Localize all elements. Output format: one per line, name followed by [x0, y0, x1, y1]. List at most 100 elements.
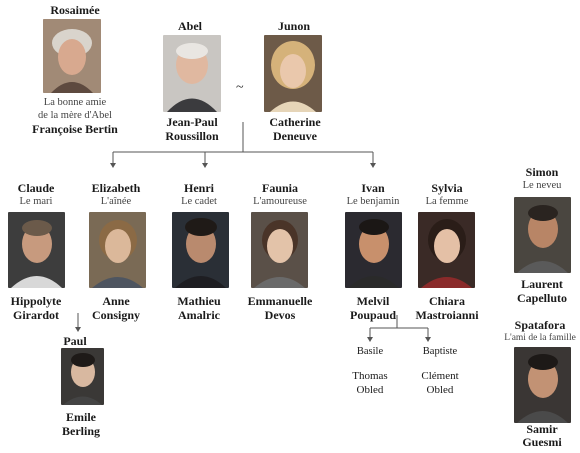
- actor-name-line1: Thomas: [352, 370, 388, 382]
- actor-name-line2: Amalric: [178, 308, 220, 322]
- character-role: Le cadet: [181, 196, 217, 207]
- actor-name-line1: Samir: [526, 422, 558, 436]
- actor-name-line1: Anne: [102, 294, 130, 308]
- portrait-woman-icon: [251, 212, 308, 288]
- character-name: Rosaimée: [50, 3, 100, 17]
- character-role: L'aînée: [100, 196, 132, 207]
- character-name: Ivan: [361, 181, 385, 195]
- character-role: La femme: [425, 196, 469, 207]
- person-card-ivan-details: Melvil Poupaud: [336, 294, 410, 322]
- person-card-abel: Abel: [153, 19, 227, 33]
- person-card-junon: Junon: [257, 19, 331, 33]
- character-role: L'amoureuse: [253, 196, 307, 207]
- character-name: Simon: [525, 165, 559, 179]
- actor-name-line2: Consigny: [91, 308, 141, 322]
- actor-name-line2: Devos: [264, 308, 296, 322]
- person-card-spatafora: Spatafora L'ami de la famille: [500, 318, 580, 345]
- character-role: Le neveu: [522, 180, 562, 191]
- character-name: Sylvia: [431, 181, 463, 195]
- person-card-claude-details: Hippolyte Girardot: [0, 294, 72, 322]
- person-card-sylvia-details: Chiara Mastroianni: [405, 294, 489, 322]
- character-name: Basile: [356, 346, 384, 357]
- person-card-simon-details: Laurent Capelluto: [505, 277, 579, 305]
- portrait-faunia: [251, 212, 308, 288]
- actor-name: Françoise Bertin: [32, 122, 118, 136]
- character-role-line2: de la mère d'Abel: [38, 110, 112, 121]
- person-card-rosaimee-details: La bonne amie de la mère d'Abel François…: [18, 96, 132, 136]
- character-name: Faunia: [261, 181, 298, 195]
- person-card-faunia-details: Emmanuelle Devos: [236, 294, 324, 322]
- portrait-henri: [172, 212, 229, 288]
- person-card-elizabeth: Elizabeth L'aînée: [80, 181, 152, 208]
- portrait-ivan: [345, 212, 402, 288]
- person-card-elizabeth-details: Anne Consigny: [80, 294, 152, 322]
- character-name: Claude: [17, 181, 55, 195]
- actor-name-line1: Hippolyte: [10, 294, 62, 308]
- portrait-junon: [264, 35, 322, 112]
- person-card-paul: Paul: [45, 334, 105, 348]
- portrait-abel: [163, 35, 221, 112]
- character-name: Paul: [63, 334, 87, 348]
- actor-name-line1: Melvil: [356, 294, 390, 308]
- character-name: Abel: [178, 19, 202, 33]
- actor-name-line2: Capelluto: [516, 291, 567, 305]
- character-role: L'ami de la famille: [504, 333, 576, 343]
- person-card-ivan: Ivan Le benjamin: [336, 181, 410, 208]
- portrait-man-icon: [8, 212, 65, 288]
- person-card-henri-details: Mathieu Amalric: [163, 294, 235, 322]
- actor-name-line2: Poupaud: [349, 308, 397, 322]
- portrait-man-icon: [514, 347, 571, 423]
- actor-name-line1: Mathieu: [177, 294, 221, 308]
- character-role: Le mari: [19, 196, 53, 207]
- person-card-baptiste: Baptiste: [410, 345, 470, 358]
- actor-name-line2: Guesmi: [522, 435, 562, 449]
- actor-name-line2: Mastroianni: [415, 308, 479, 322]
- person-card-baptiste-details: Clément Obled: [408, 369, 472, 397]
- portrait-blonde-woman-icon: [264, 35, 322, 112]
- portrait-woman-icon: [418, 212, 475, 288]
- character-name: Baptiste: [422, 346, 458, 357]
- portrait-man-icon: [172, 212, 229, 288]
- portrait-simon: [514, 197, 571, 273]
- actor-name-line2: Berling: [62, 424, 100, 438]
- portrait-boy-icon: [61, 348, 104, 405]
- portrait-woman-icon: [89, 212, 146, 288]
- person-card-simon: Simon Le neveu: [505, 165, 579, 192]
- marriage-symbol: ~: [236, 80, 244, 95]
- portrait-spatafora: [514, 347, 571, 423]
- actor-name-line2: Deneuve: [273, 129, 317, 143]
- character-name: Henri: [184, 181, 214, 195]
- person-card-rosaimee: Rosaimée: [18, 3, 132, 17]
- character-name: Spatafora: [514, 318, 566, 332]
- actor-name-line1: Clément: [421, 370, 459, 382]
- portrait-man-icon: [345, 212, 402, 288]
- portrait-elderly-woman-icon: [43, 19, 101, 93]
- actor-name-line1: Jean-Paul: [166, 115, 218, 129]
- portrait-man-icon: [514, 197, 571, 273]
- person-card-claude: Claude Le mari: [0, 181, 72, 208]
- person-card-sylvia: Sylvia La femme: [410, 181, 484, 208]
- portrait-rosaimee: [43, 19, 101, 93]
- portrait-elderly-man-icon: [163, 35, 221, 112]
- character-role-line1: La bonne amie: [43, 97, 107, 108]
- actor-name-line2: Girardot: [13, 308, 59, 322]
- character-name: Junon: [277, 19, 311, 33]
- person-card-faunia: Faunia L'amoureuse: [240, 181, 320, 208]
- actor-name-line2: Roussillon: [165, 129, 219, 143]
- portrait-sylvia: [418, 212, 475, 288]
- character-name: Elizabeth: [91, 181, 141, 195]
- actor-name-line2: Obled: [426, 384, 454, 396]
- actor-name-line1: Laurent: [521, 277, 563, 291]
- character-role: Le benjamin: [346, 196, 400, 207]
- actor-name-line1: Emmanuelle: [247, 294, 313, 308]
- person-card-henri: Henri Le cadet: [163, 181, 235, 208]
- actor-name-line2: Obled: [356, 384, 384, 396]
- actor-name-line1: Catherine: [269, 115, 321, 129]
- person-card-abel-details: Jean-Paul Roussillon: [153, 115, 231, 143]
- actor-name-line1: Emile: [66, 410, 96, 424]
- person-card-paul-details: Emile Berling: [48, 410, 114, 438]
- person-card-basile-details: Thomas Obled: [338, 369, 402, 397]
- actor-name-line1: Chiara: [429, 294, 465, 308]
- person-card-basile: Basile: [340, 345, 400, 358]
